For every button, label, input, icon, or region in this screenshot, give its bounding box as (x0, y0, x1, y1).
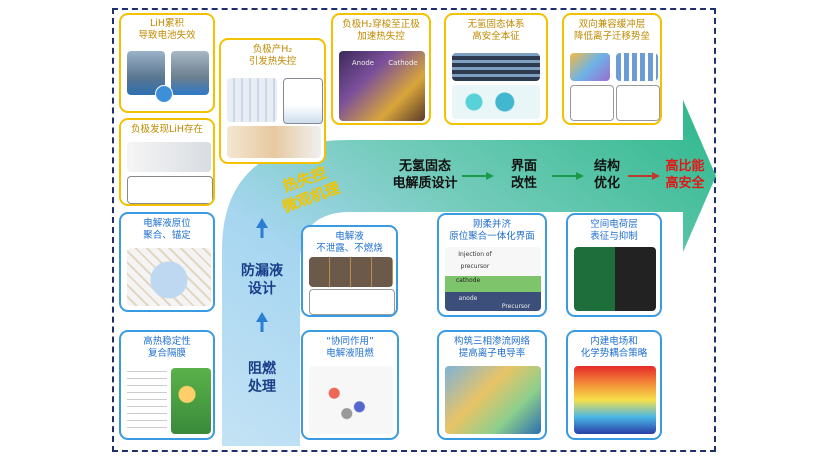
h2-device-image (227, 126, 321, 158)
battery-cube-right (171, 51, 209, 95)
cathode-tag: cathode (455, 277, 481, 284)
burn-test-plot (309, 289, 395, 315)
interface-schematic (445, 247, 541, 311)
card-title: 内建电场和 化学势耦合策略 (580, 336, 648, 359)
h2-spectrum-plot (283, 78, 323, 124)
card-title: 负极发现LiH存在 (130, 124, 204, 135)
card-title: “协同作用” 电解液阻燃 (326, 336, 374, 359)
setup-schematic (127, 142, 211, 172)
leak-proof-label: 防漏液 设计 (241, 263, 283, 297)
card-h2-crossover: 负极H₂穿梭至正极 加速热失控 Anode Cathode (331, 13, 431, 125)
separator-structure (127, 368, 167, 434)
h2-schematic (227, 78, 277, 122)
buffer-structure (570, 53, 610, 81)
card-hydrogen-free: 无氢固态体系 高安全本征 (444, 13, 548, 125)
card-synergy-retardant: “协同作用” 电解液阻燃 (301, 330, 399, 440)
curved-arrow-body (222, 100, 716, 446)
card-percolation-network: 构筑三相渗流网络 提高离子电导率 (437, 330, 547, 440)
card-h2-generation: 负极产H₂ 引发热失控 (219, 38, 326, 164)
card-title: 刚柔并济 原位聚合一体化界面 (449, 219, 535, 242)
step-hydrogen-free-label: 无氢固态 电解质设计 (392, 159, 458, 191)
field-heatmap (574, 366, 656, 434)
card-title: 无氢固态体系 高安全本征 (467, 19, 525, 42)
goal-label: 高比能 高安全 (665, 159, 705, 191)
card-lih-accumulation: LiH累积 导致电池失效 (119, 13, 215, 113)
card-title: 电解液 不泄露、不燃烧 (316, 231, 383, 254)
card-title: 空间电荷层 表征与抑制 (590, 219, 638, 242)
inset-circle (155, 85, 173, 103)
injection-tag: Injection of precursor (458, 251, 492, 270)
step-interface-label: 界面 改性 (510, 159, 537, 191)
card-integrated-interface: 刚柔并济 原位聚合一体化界面 Injection of precursor ca… (437, 213, 547, 317)
card-nonleak: 电解液 不泄露、不燃烧 (301, 225, 398, 317)
polymer-network (127, 248, 211, 306)
card-space-charge: 空间电荷层 表征与抑制 (566, 213, 662, 317)
card-dual-buffer: 双向兼容缓冲层 降低离子迁移势垒 (562, 13, 662, 125)
card-title: 电解液原位 聚合、锚定 (143, 218, 191, 241)
buffer-plot-1 (570, 85, 614, 121)
buffer-bars (616, 53, 658, 81)
network-schematic (445, 366, 541, 434)
anode-cathode-render (339, 51, 425, 121)
flame-retardant-label: 阻燃 处理 (248, 361, 276, 395)
card-title: 负极产H₂ 引发热失控 (248, 44, 297, 67)
card-title: 双向兼容缓冲层 降低离子迁移势垒 (573, 19, 650, 42)
anode-tag: anode (458, 295, 478, 302)
card-title: 高热稳定性 复合隔膜 (143, 336, 191, 359)
buffer-plot-2 (616, 85, 660, 121)
card-built-in-field: 内建电场和 化学势耦合策略 (566, 330, 662, 440)
molecule-model (309, 366, 393, 434)
lih-plot (127, 176, 213, 204)
dashed-frame (112, 8, 716, 452)
separator-photo (171, 368, 211, 434)
penetration-tag: Precursor penetration (501, 303, 531, 310)
space-charge-maps (574, 247, 656, 311)
card-lih-found: 负极发现LiH存在 (119, 118, 215, 206)
card-insitu-polymerization: 电解液原位 聚合、锚定 (119, 212, 215, 312)
crystal-spheres (452, 85, 540, 119)
anode-tag: Anode (351, 59, 375, 67)
card-composite-separator: 高热稳定性 复合隔膜 (119, 330, 215, 440)
burn-test-photos (309, 257, 393, 287)
card-title: 负极H₂穿梭至正极 加速热失控 (342, 19, 420, 42)
cathode-tag: Cathode (388, 59, 418, 67)
card-title: 构筑三相渗流网络 提高离子电导率 (453, 336, 530, 359)
layered-structure (452, 53, 540, 81)
card-title: LiH累积 导致电池失效 (138, 18, 196, 41)
step-structure-label: 结构 优化 (593, 159, 620, 191)
